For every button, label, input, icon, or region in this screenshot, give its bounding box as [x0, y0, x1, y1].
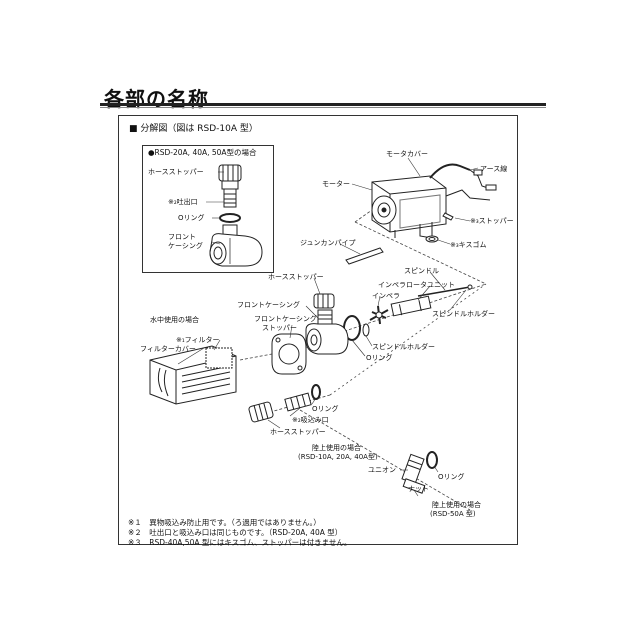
section-heading: ■ 分解図（図は RSD-10A 型）	[129, 124, 258, 134]
o-ring-low-label: Oリング	[312, 405, 339, 413]
motor-label: モーター	[322, 180, 350, 188]
nut-drawing	[402, 478, 426, 494]
inset-heading: ●RSD-20A, 40A, 50A型の場合	[148, 148, 257, 157]
inset-box	[142, 145, 274, 273]
land-use-2-models-label: (RSD-50A 型)	[430, 510, 476, 518]
filter-cover-label: フィルターカバー	[140, 345, 196, 353]
inset-front-casing-label-2: ケーシング	[168, 242, 203, 250]
footnote-1: ※１ 異物吸込み防止用です。（ろ過用ではありません。）	[128, 518, 321, 527]
hose-stopper-top-drawing	[313, 293, 335, 309]
stopper-3-drawing	[442, 212, 454, 221]
junction-pipe-drawing	[345, 247, 384, 265]
inset-o-ring-drawing	[219, 213, 241, 223]
inset-hose-stopper-label: ホースストッパー	[148, 168, 204, 176]
title-underline	[100, 103, 546, 106]
filter-1-label: ※₁フィルター	[176, 336, 220, 344]
motor-cover-cable-drawing	[429, 163, 497, 201]
front-casing-stopper-label-2: ストッパー	[262, 324, 297, 332]
hose-stopper-top-label: ホースストッパー	[268, 273, 324, 281]
o-ring-union-label: Oリング	[438, 473, 465, 481]
inlet-fitting-drawing	[284, 392, 312, 412]
impeller-rotor-label: インペラロータユニット	[378, 281, 455, 289]
inset-o-ring-label: Oリング	[178, 214, 205, 222]
o-ring-union-drawing	[426, 451, 438, 469]
hose-stopper-low-label: ホースストッパー	[270, 428, 326, 436]
inlet-label: ※₂吸込み口	[292, 416, 329, 424]
front-casing-stopper-label-1: フロントケーシング	[254, 315, 317, 323]
filter-cover-drawing	[149, 345, 237, 405]
land-use-2-label: 陸上使用の場合	[432, 501, 481, 509]
title-underline-thin	[100, 107, 546, 108]
union-label: ユニオン	[368, 466, 396, 474]
inset-front-casing-label-1: フロント	[168, 233, 196, 241]
front-casing-drawing	[305, 309, 349, 355]
impeller-drawing	[369, 305, 389, 325]
land-use-1-models-label: (RSD-10A, 20A, 40A型)	[298, 453, 378, 461]
spindle-holder-b-label: スピンドルホルダー	[372, 343, 435, 351]
inset-outlet-label: ※₂吐出口	[168, 198, 198, 206]
o-ring-low-drawing	[311, 384, 321, 400]
union-drawing	[401, 453, 425, 485]
spindle-holder-drawing	[362, 323, 370, 337]
nut-label: ナット	[408, 485, 429, 493]
exploded-view-frame	[118, 115, 518, 545]
hose-stopper-low-drawing	[248, 401, 274, 423]
inset-hose-stopper-drawing	[218, 164, 242, 208]
ground-wire-label: アース線	[480, 165, 508, 173]
motor-drawing	[371, 175, 447, 239]
impeller-rotor-drawing	[390, 295, 432, 317]
spindle-drawing	[417, 284, 473, 297]
spindle-holder-a-label: スピンドルホルダー	[432, 310, 495, 318]
underwater-case-label: 水中使用の場合	[150, 316, 199, 324]
footnote-2: ※２ 吐出口と吸込み口は同じものです。（RSD-20A, 40A 型）	[128, 528, 343, 537]
impeller-label: インペラ	[372, 292, 400, 300]
rubber-3-label: ※₃キスゴム	[450, 241, 487, 249]
stopper-3-label: ※₃ストッパー	[470, 217, 514, 225]
front-casing-label: フロントケーシング	[237, 301, 300, 309]
land-use-1-label: 陸上使用の場合	[312, 444, 361, 452]
o-ring-mid-label: Oリング	[366, 354, 393, 362]
motor-cover-label: モータカバー	[386, 150, 428, 158]
junction-pipe-label: ジュンカンパイプ	[300, 239, 356, 247]
footnote-3: ※３ RSD-40A,50A 型にはキスゴム、ストッパーは付きません。	[128, 538, 352, 547]
rubber-3-drawing	[425, 235, 439, 243]
front-casing-stopper-drawing	[271, 333, 307, 375]
inset-front-casing-drawing	[209, 224, 263, 267]
spindle-label: スピンドル	[404, 267, 439, 275]
